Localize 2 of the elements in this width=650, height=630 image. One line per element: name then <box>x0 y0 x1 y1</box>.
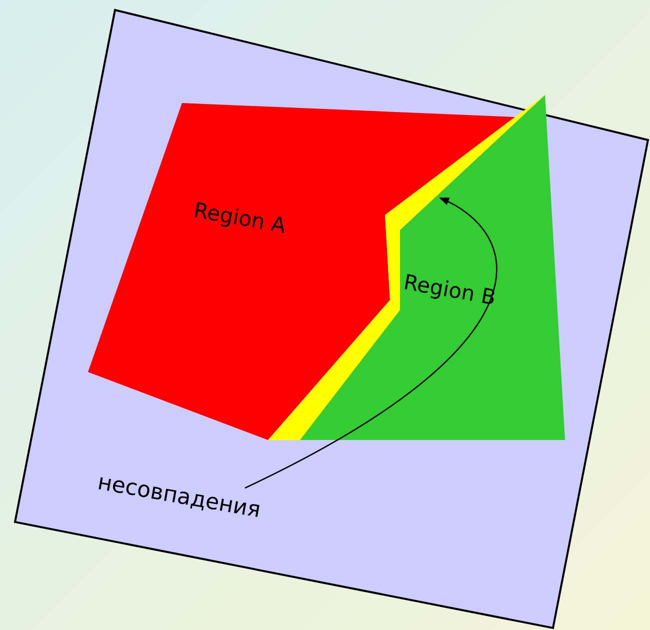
leader-line <box>244 197 497 489</box>
region-label: Region A <box>192 198 288 238</box>
